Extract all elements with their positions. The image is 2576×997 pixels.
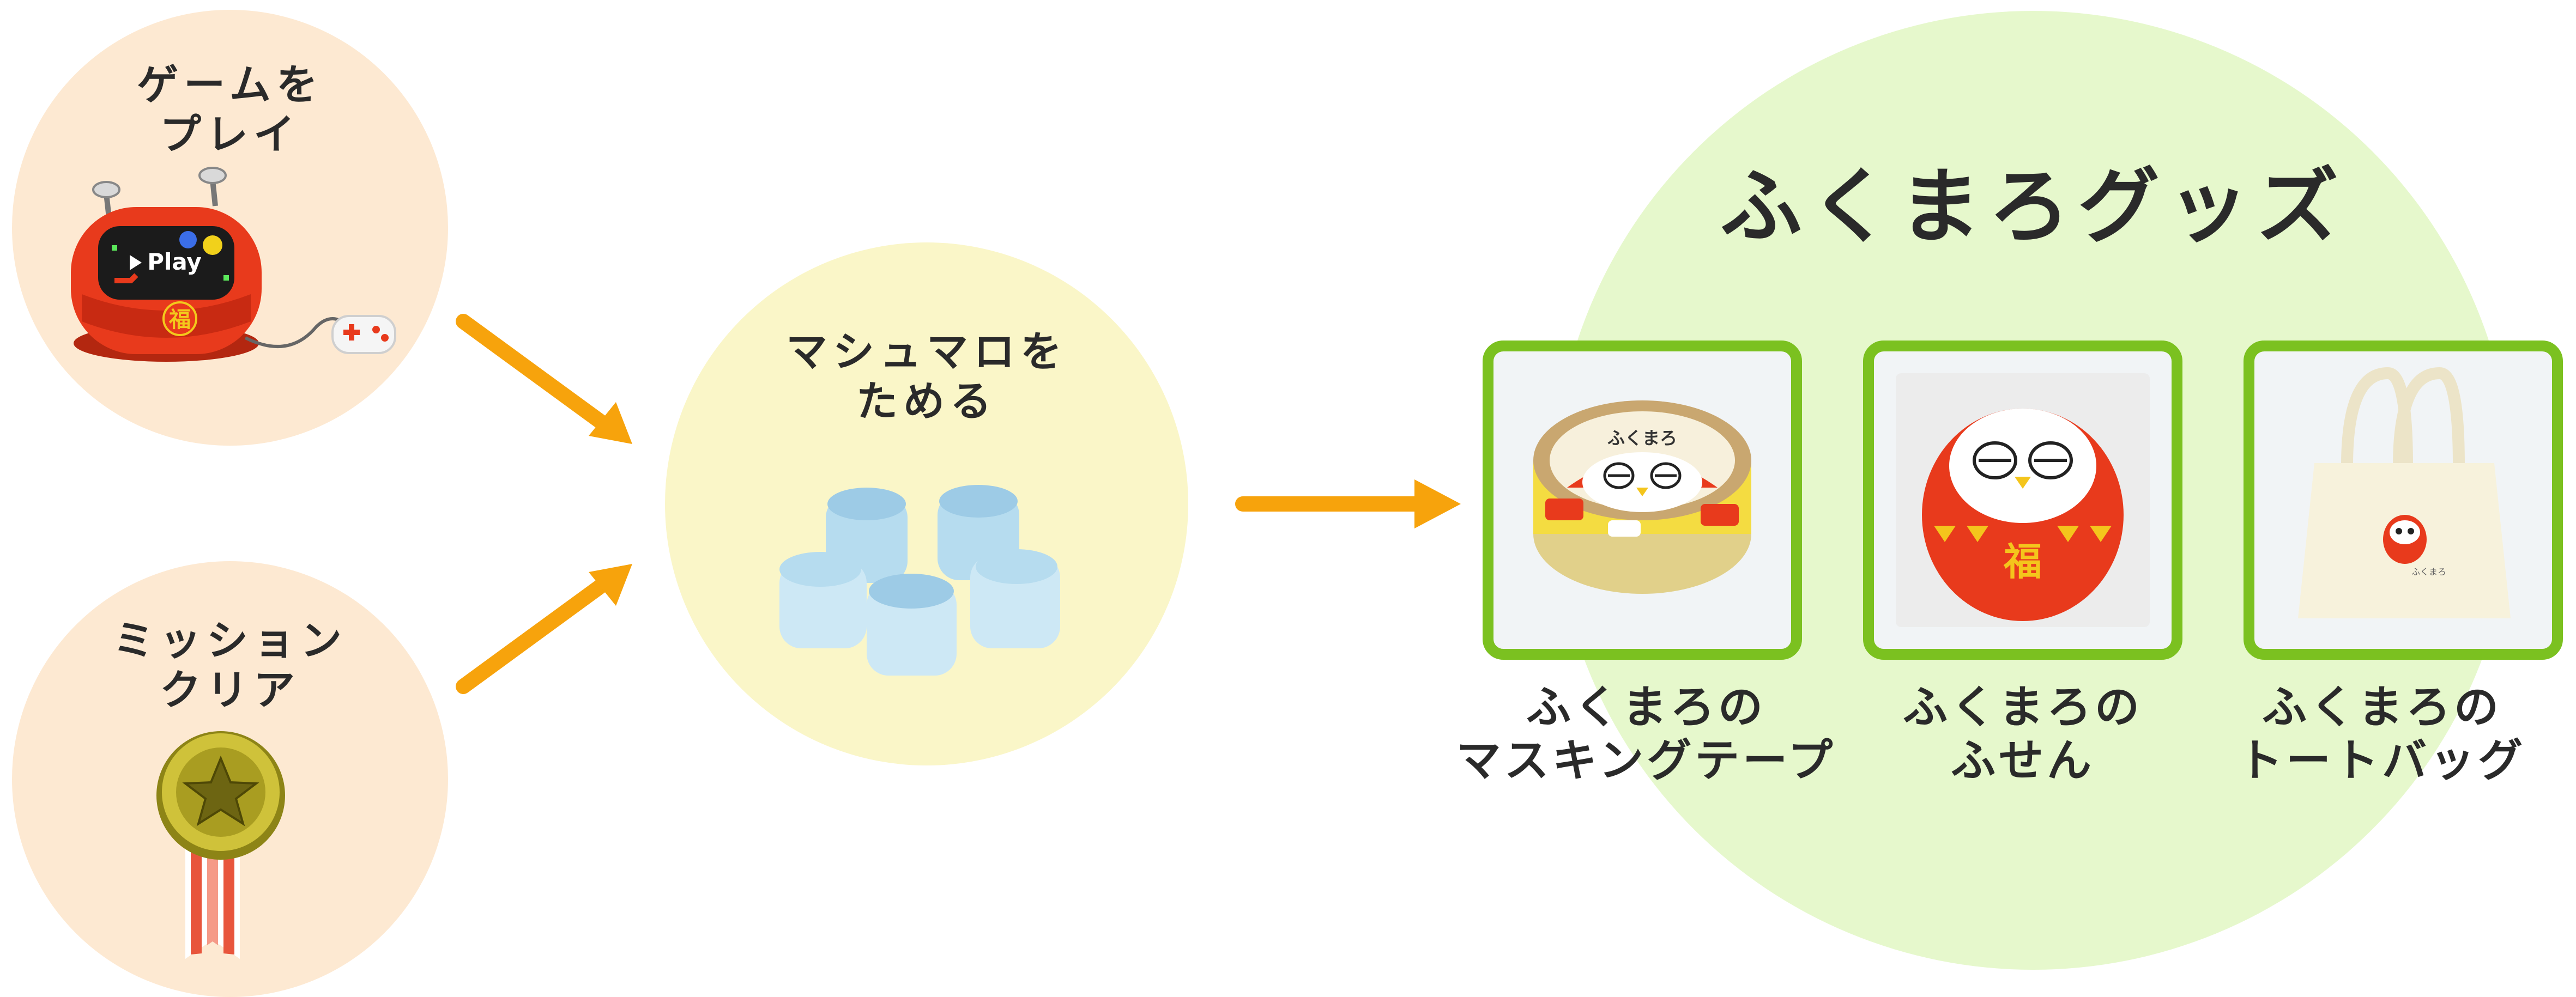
medal-icon (156, 731, 285, 959)
mission-step-label: ミッション クリア (113, 616, 347, 715)
game-console-icon: Play 福 (71, 167, 396, 362)
marshmallow-step-circle (665, 242, 1188, 765)
arrow-mission-to-marshmallow (456, 564, 632, 694)
arrow-marshmallow-to-goods (1235, 479, 1461, 528)
masking-tape-label: ふくまろの マスキングテープ (1456, 682, 1836, 787)
masking-tape-icon: ふくまろ (1533, 400, 1751, 594)
tape-brand-text: ふくまろ (1607, 428, 1677, 448)
console-screen-text: Play (147, 248, 202, 275)
sticky-fuku-text: 福 (2003, 539, 2042, 584)
marshmallow-step-label: マシュマロを ためる (786, 327, 1067, 426)
tote-brand-text: ふくまろ (2411, 567, 2446, 577)
sticky-note-frame: 福 (1863, 341, 2182, 660)
masking-tape-frame: ふくまろ (1483, 341, 1802, 660)
sticky-note-icon: 福 (1896, 373, 2150, 627)
tote-bag-icon: ふくまろ (2298, 367, 2511, 618)
game-step-label: ゲームを プレイ (137, 60, 323, 159)
marshmallow-icon (779, 485, 1060, 676)
arrow-game-to-marshmallow (456, 314, 632, 444)
tote-bag-frame: ふくまろ (2244, 341, 2563, 660)
goods-title: ふくまろグッズ (1720, 160, 2346, 254)
console-fuku-text: 福 (168, 307, 191, 332)
sticky-note-label: ふくまろの ふせん (1902, 682, 2143, 787)
tote-bag-label: ふくまろの トートバッグ (2238, 682, 2526, 787)
